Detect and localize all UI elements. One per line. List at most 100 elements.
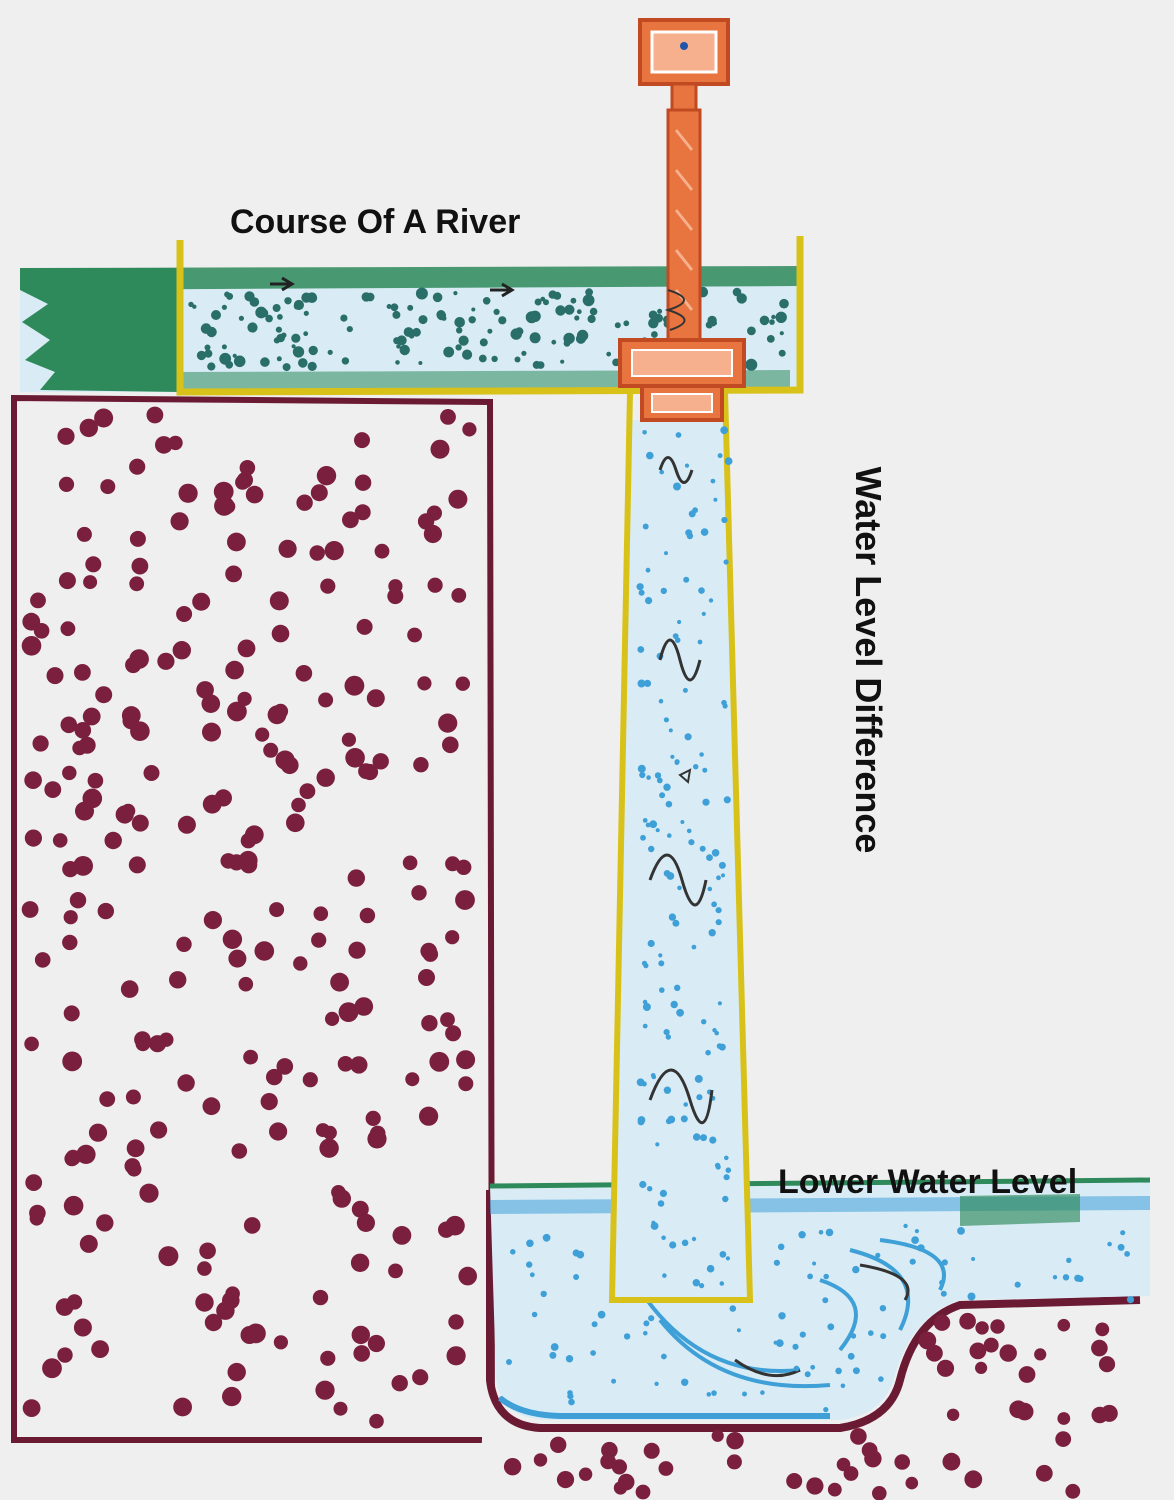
- river-dot: [396, 344, 401, 349]
- river-dot: [553, 291, 562, 300]
- river-dot: [260, 357, 270, 367]
- rock-dot: [296, 494, 313, 511]
- rock-dot: [266, 1068, 283, 1086]
- rock-dot: [32, 735, 49, 752]
- rock-dot: [62, 934, 78, 951]
- generator-top-panel: [650, 30, 718, 74]
- lower-water-green-patch: [960, 1194, 1080, 1226]
- basin-water-dot: [812, 1261, 817, 1266]
- rock-dot: [356, 618, 373, 635]
- rock-dot: [440, 409, 456, 425]
- penstock-dot: [694, 1074, 703, 1083]
- rock-dot: [202, 794, 222, 814]
- rock-dot: [225, 660, 244, 680]
- rock-dot: [455, 676, 470, 691]
- penstock-dot: [709, 1136, 717, 1144]
- rock-dot: [214, 495, 235, 516]
- penstock-dot: [683, 1102, 688, 1107]
- rock-dot: [125, 656, 142, 674]
- basin-water-dot: [941, 1259, 948, 1266]
- rock-dot: [121, 803, 136, 819]
- penstock-dot: [707, 886, 713, 892]
- rock-dot: [146, 406, 164, 424]
- river-green-left: [20, 268, 180, 392]
- rock-dot: [313, 906, 329, 921]
- river-dot: [455, 344, 462, 351]
- penstock-dot: [702, 798, 710, 806]
- rock-dot: [135, 1036, 151, 1052]
- penstock-dot: [636, 583, 644, 591]
- rock-dot: [351, 1200, 369, 1218]
- river-dot: [393, 337, 401, 345]
- rock-dot: [150, 1121, 168, 1139]
- river-dot: [771, 314, 776, 320]
- river-dot: [207, 362, 216, 371]
- penstock-dot: [720, 426, 729, 435]
- rock-dot: [1091, 1406, 1109, 1424]
- rock-dot: [302, 1072, 318, 1088]
- rock-dot: [354, 997, 374, 1016]
- rock-dot: [273, 1335, 288, 1350]
- rock-dot: [204, 1313, 223, 1332]
- rock-dot: [405, 1072, 420, 1087]
- rock-dot: [320, 578, 336, 594]
- basin-water-dot: [971, 1257, 976, 1261]
- penstock-dot: [642, 430, 647, 435]
- rock-dot: [263, 742, 279, 758]
- rock-dot: [366, 689, 385, 708]
- river-dot: [589, 307, 598, 316]
- river-dot: [291, 344, 296, 349]
- river-dot: [204, 344, 211, 351]
- rock-dot: [228, 854, 245, 871]
- rock-dot: [354, 504, 371, 521]
- rock-dot: [91, 1340, 109, 1358]
- rock-dot: [42, 1358, 62, 1379]
- penstock-dot: [699, 1283, 705, 1289]
- basin-water-dot: [911, 1236, 919, 1244]
- basin-water-dot: [852, 1367, 860, 1375]
- basin-water-dot: [611, 1378, 617, 1384]
- river-dot: [407, 304, 414, 311]
- basin-water-dot: [565, 1355, 574, 1363]
- rock-dot: [933, 1314, 951, 1331]
- rock-dot: [58, 476, 75, 492]
- rock-dot: [333, 1401, 348, 1416]
- rock-dot: [129, 458, 146, 475]
- basin-water-dot: [827, 1323, 835, 1331]
- basin-water-dot: [777, 1243, 785, 1251]
- river-dot: [654, 313, 663, 323]
- rock-dot: [33, 623, 50, 639]
- penstock-dot: [696, 1094, 703, 1101]
- penstock-dot: [662, 1273, 667, 1278]
- basin-water-dot: [1077, 1275, 1084, 1283]
- river-dot: [443, 346, 455, 358]
- river-dot: [651, 331, 658, 338]
- penstock-dot: [699, 845, 706, 852]
- basin-water-dot: [711, 1390, 717, 1396]
- rock-dot: [197, 1261, 212, 1276]
- rock-dot: [227, 701, 247, 722]
- rock-dot: [309, 545, 325, 561]
- penstock-dot: [718, 1043, 726, 1051]
- river-dot: [487, 328, 493, 334]
- rock-dot: [269, 902, 285, 918]
- upper-river-channel: [20, 236, 804, 396]
- river-dot: [576, 329, 589, 342]
- rock-dot: [178, 483, 198, 503]
- river-dot: [272, 304, 281, 312]
- rock-dot: [66, 1294, 83, 1310]
- rock-dot: [354, 474, 372, 491]
- river-dot: [564, 304, 575, 315]
- basin-water-dot: [835, 1367, 842, 1375]
- penstock-dot: [701, 611, 706, 617]
- rock-dot: [388, 1263, 403, 1279]
- penstock-dot: [692, 1279, 700, 1287]
- penstock-dot: [664, 551, 668, 556]
- rock-dot: [87, 772, 104, 789]
- penstock-dot: [637, 679, 646, 688]
- rock-dot: [392, 1226, 412, 1245]
- basin-water-dot: [1120, 1230, 1126, 1236]
- basin-water-dot: [793, 1365, 800, 1372]
- rock-dot: [850, 1428, 867, 1445]
- rock-dot: [330, 972, 349, 992]
